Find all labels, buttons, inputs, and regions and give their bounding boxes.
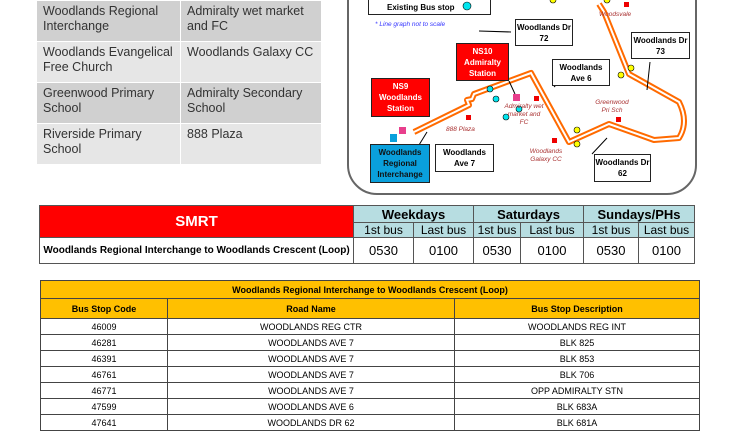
- stop-description: BLK 825: [454, 334, 700, 351]
- label-woodsvale: Woodsvale: [599, 11, 632, 18]
- header-description: Bus Stop Description: [454, 298, 700, 319]
- stop-description: BLK 706: [454, 366, 700, 383]
- label-galaxy-cc: Woodlands Galaxy CC: [529, 148, 563, 163]
- stop-code: 46009: [40, 318, 168, 335]
- time-cell: 0100: [413, 237, 474, 264]
- time-cell: 0530: [583, 237, 639, 264]
- road-name: WOODLANDS DR 62: [167, 414, 455, 431]
- scale-note: * Line graph not to scale: [375, 21, 446, 28]
- place-name: 888 Plaza: [180, 123, 322, 165]
- stop-code: 47641: [40, 414, 168, 431]
- operator: SMRT: [39, 205, 354, 238]
- label-admiralty-market: Admiralty wet market and FC: [504, 103, 544, 126]
- label-dr62: Woodlands Dr 62: [594, 154, 651, 182]
- first-bus-header: 1st bus: [353, 222, 414, 238]
- label-dr72: Woodlands Dr 72: [515, 19, 573, 46]
- stop-description: BLK 853: [454, 350, 700, 367]
- label-ns9: NS9 Woodlands Station: [371, 78, 430, 117]
- bus-stops-table: Woodlands Regional Interchange to Woodla…: [40, 280, 700, 431]
- legend-label: Existing Bus stop: [387, 2, 455, 12]
- time-cell: 0530: [473, 237, 521, 264]
- stops-title: Woodlands Regional Interchange to Woodla…: [40, 280, 700, 299]
- stop-code: 46761: [40, 366, 168, 383]
- label-888-plaza: 888 Plaza: [446, 126, 475, 133]
- stop-code: 46771: [40, 382, 168, 399]
- stop-code: 46391: [40, 350, 168, 367]
- header-road: Road Name: [167, 298, 455, 319]
- road-name: WOODLANDS REG CTR: [167, 318, 455, 335]
- stop-description: OPP ADMIRALTY STN: [454, 382, 700, 399]
- road-name: WOODLANDS AVE 7: [167, 334, 455, 351]
- first-bus-header: 1st bus: [473, 222, 521, 238]
- stop-code: 46281: [40, 334, 168, 351]
- place-name: Admiralty wet market and FC: [180, 0, 322, 42]
- label-dr73: Woodlands Dr 73: [631, 32, 690, 59]
- label-interchange: Woodlands Regional Interchange: [370, 144, 430, 183]
- last-bus-header: Last bus: [520, 222, 584, 238]
- legend-box: Existing Bus stop: [368, 0, 491, 15]
- last-bus-header: Last bus: [638, 222, 695, 238]
- road-name: WOODLANDS AVE 7: [167, 350, 455, 367]
- stop-code: 47599: [40, 398, 168, 415]
- route-map: Existing Bus stop * Line graph not to sc…: [347, 0, 697, 195]
- first-bus-header: 1st bus: [583, 222, 639, 238]
- place-name: Riverside Primary School: [36, 123, 181, 165]
- stop-description: BLK 683A: [454, 398, 700, 415]
- time-cell: 0100: [520, 237, 584, 264]
- group-weekdays: Weekdays: [353, 205, 474, 223]
- place-name: Admiralty Secondary School: [180, 82, 322, 124]
- stop-description: WOODLANDS REG INT: [454, 318, 700, 335]
- road-name: WOODLANDS AVE 7: [167, 382, 455, 399]
- place-name: Woodlands Galaxy CC: [180, 41, 322, 83]
- last-bus-header: Last bus: [413, 222, 474, 238]
- schedule-table: SMRT Weekdays Saturdays Sundays/PHs 1st …: [39, 205, 695, 264]
- place-name: Greenwood Primary School: [36, 82, 181, 124]
- label-greenwood: Greenwood Pri Sch: [595, 99, 629, 114]
- route-name: Woodlands Regional Interchange to Woodla…: [39, 237, 354, 264]
- road-name: WOODLANDS AVE 7: [167, 366, 455, 383]
- group-saturdays: Saturdays: [473, 205, 584, 223]
- label-ave7: Woodlands Ave 7: [435, 144, 494, 172]
- stop-description: BLK 681A: [454, 414, 700, 431]
- label-ave6: Woodlands Ave 6: [552, 59, 610, 86]
- label-ns10: NS10 Admiralty Station: [456, 43, 509, 81]
- place-name: Woodlands Evangelical Free Church: [36, 41, 181, 83]
- road-name: WOODLANDS AVE 6: [167, 398, 455, 415]
- route-line: [390, 0, 687, 155]
- header-code: Bus Stop Code: [40, 298, 168, 319]
- time-cell: 0100: [638, 237, 695, 264]
- group-sundays: Sundays/PHs: [583, 205, 695, 223]
- place-name: Woodlands Regional Interchange: [36, 0, 181, 42]
- time-cell: 0530: [353, 237, 414, 264]
